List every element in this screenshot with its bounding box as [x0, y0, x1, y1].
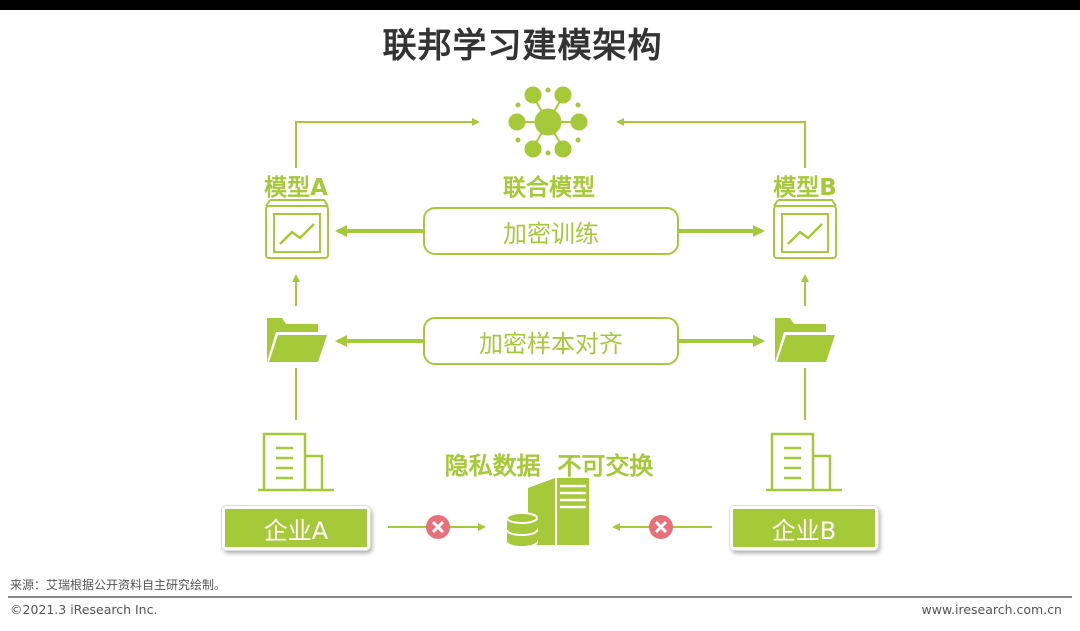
network-icon	[508, 86, 588, 158]
privacy-note: 隐私数据 不可交换	[444, 452, 654, 480]
copyright: ©2021.3 iResearch Inc.	[10, 602, 158, 617]
footer-divider	[8, 596, 1072, 598]
page-title: 联邦学习建模架构	[382, 26, 663, 66]
database-icon	[506, 512, 538, 548]
model-b-label: 模型B	[773, 175, 837, 201]
server-icon	[528, 478, 589, 545]
enterprise-a-box: 企业A	[221, 505, 371, 551]
blocked-icon-b	[649, 515, 673, 539]
top-bar	[0, 0, 1080, 10]
model-a-label: 模型A	[264, 175, 328, 201]
encrypted-alignment-box: 加密样本对齐	[423, 317, 679, 365]
enterprise-b-box: 企业B	[729, 505, 879, 551]
website-link[interactable]: www.iresearch.com.cn	[921, 602, 1063, 617]
blocked-icon-a	[426, 515, 450, 539]
model-b-icon	[773, 199, 837, 259]
model-a-to-joint-arrow	[295, 118, 480, 168]
model-b-to-joint-arrow	[616, 118, 806, 168]
building-a-icon	[258, 432, 334, 492]
folder-a-icon	[267, 318, 327, 362]
model-a-icon	[265, 199, 329, 259]
joint-model-label: 联合模型	[503, 175, 595, 201]
folder-b-icon	[775, 318, 835, 362]
building-b-icon	[766, 432, 842, 492]
source-note: 来源：艾瑞根据公开资料自主研究绘制。	[10, 578, 227, 592]
encrypted-training-box: 加密训练	[423, 207, 679, 255]
